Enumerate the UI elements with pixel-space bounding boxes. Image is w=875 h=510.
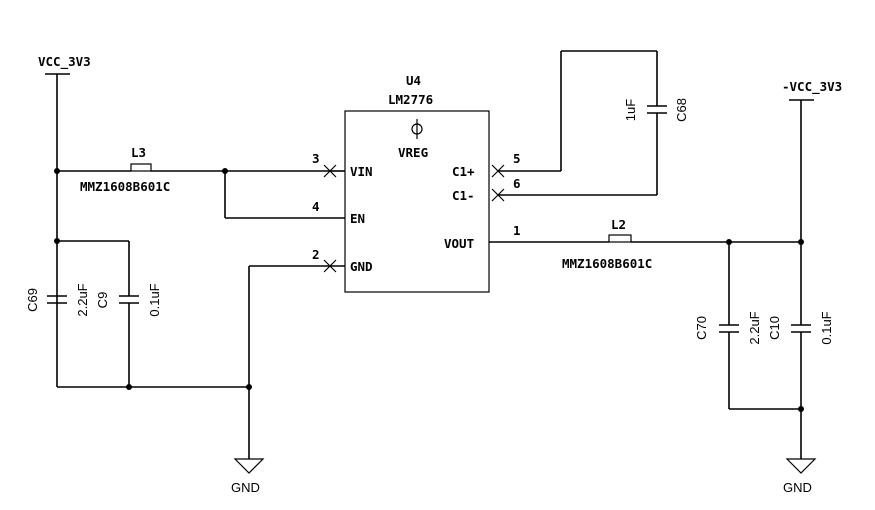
- l2-value: MMZ1608B601C: [562, 256, 652, 271]
- pin-vin-x-icon: [323, 164, 337, 178]
- vreg-symbol-circle: [411, 123, 423, 135]
- ic-u4-body: [344, 110, 490, 293]
- pin-c1p-name: C1+: [452, 164, 475, 179]
- pin-vin-number: 3: [312, 151, 320, 166]
- c69-value: 2.2uF: [75, 283, 90, 316]
- neg-vcc-3v3-label: -VCC_3V3: [782, 79, 842, 95]
- l2-ref: L2: [611, 217, 626, 232]
- pin-en-name: EN: [350, 211, 365, 226]
- c9-value: 0.1uF: [147, 283, 162, 316]
- junction-gnd-right: [798, 406, 804, 412]
- c10-ref: C10: [767, 316, 782, 340]
- c70-ref: C70: [694, 316, 709, 340]
- pin-c1n-name: C1-: [452, 188, 475, 203]
- pin-vout-number: 1: [513, 223, 521, 238]
- vreg-label: VREG: [398, 145, 428, 160]
- c68-ref: C68: [674, 98, 689, 122]
- pin-c1n-number: 6: [513, 176, 521, 191]
- pin-gnd-number: 2: [312, 247, 320, 262]
- l3-value: MMZ1608B601C: [80, 179, 170, 194]
- pin-c1p-number: 5: [513, 151, 521, 166]
- pin-en-number: 4: [312, 199, 320, 214]
- pin-vin-name: VIN: [350, 164, 373, 179]
- c10-value: 0.1uF: [819, 311, 834, 344]
- inductor-l3: [130, 163, 152, 172]
- vcc-3v3-label: VCC_3V3: [38, 54, 91, 70]
- l3-ref: L3: [131, 145, 146, 160]
- ic-part: LM2776: [388, 92, 433, 107]
- inductor-l2: [608, 234, 632, 243]
- c70-value: 2.2uF: [747, 311, 762, 344]
- c68-value: 1uF: [623, 99, 638, 121]
- ground-right-symbol: [785, 458, 817, 474]
- pin-gnd-x-icon: [323, 259, 337, 273]
- pin-gnd-name: GND: [350, 259, 373, 274]
- gnd-left-label: GND: [231, 480, 260, 495]
- junction-l3-rail: [54, 168, 60, 174]
- junction-right-rail: [798, 239, 804, 245]
- junction-c9-bottom: [126, 384, 132, 390]
- ic-ref: U4: [406, 73, 421, 88]
- c69-ref: C69: [25, 288, 40, 312]
- c9-ref: C9: [95, 292, 110, 309]
- pin-vout-name: VOUT: [444, 236, 474, 251]
- gnd-right-label: GND: [783, 480, 812, 495]
- ground-left-symbol: [233, 458, 265, 474]
